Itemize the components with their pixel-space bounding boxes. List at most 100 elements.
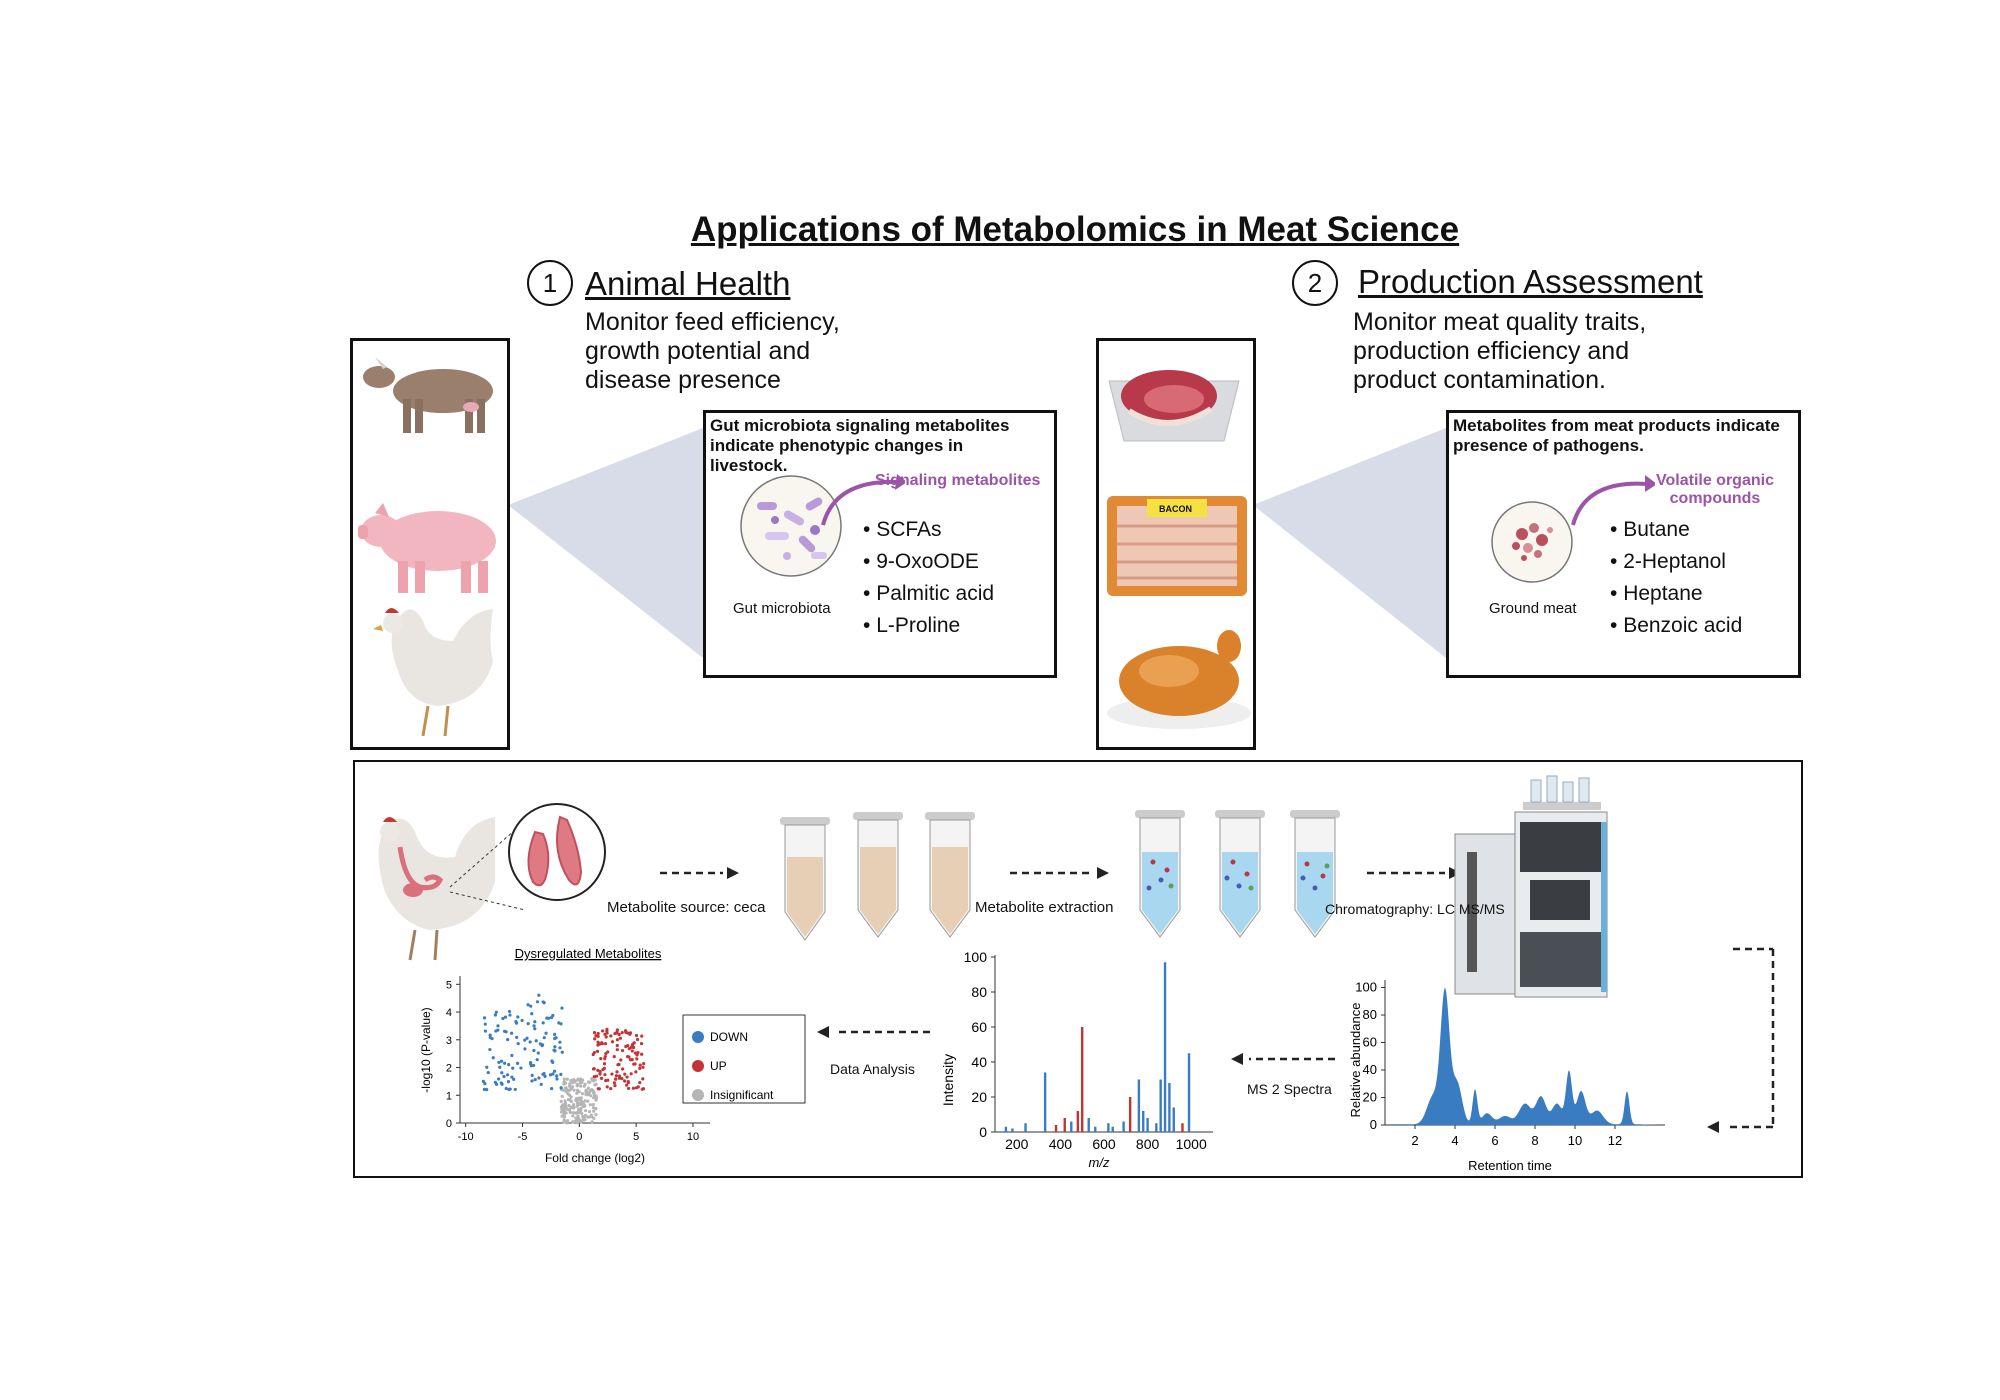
- volcano-y-tick-label: 3: [446, 1035, 452, 1047]
- volcano-point-down: [482, 1087, 486, 1091]
- volcano-point-down: [520, 1018, 524, 1023]
- volcano-y-label: -log10 (P-value): [420, 1007, 433, 1092]
- volcano-point-insignificant: [565, 1077, 569, 1081]
- volcano-point-up: [604, 1079, 608, 1083]
- volcano-point-up: [631, 1086, 636, 1090]
- volcano-point-up: [621, 1067, 625, 1071]
- volcano-point-up: [600, 1029, 605, 1033]
- section-number-1: 1: [527, 260, 573, 306]
- ms2-peak: [1155, 1123, 1158, 1132]
- volcano-point-up: [595, 1049, 600, 1053]
- volcano-point-up: [603, 1057, 607, 1061]
- ms2-x-tick-label: 800: [1136, 1136, 1160, 1152]
- ms2-peak: [1128, 1097, 1132, 1132]
- legend-marker: [692, 1089, 704, 1101]
- volcano-point-down: [530, 1079, 534, 1083]
- chrom-y-tick-label: 40: [1363, 1062, 1377, 1077]
- volcano-point-up: [591, 1067, 596, 1071]
- volcano-point-insignificant: [590, 1088, 594, 1092]
- volcano-point-up: [601, 1067, 605, 1072]
- volcano-point-insignificant: [586, 1099, 590, 1103]
- volcano-point-down: [494, 1082, 499, 1086]
- volcano-point-insignificant: [563, 1081, 568, 1085]
- chrom-x-tick-label: 2: [1411, 1133, 1418, 1148]
- volcano-y-tick-label: 4: [446, 1007, 452, 1019]
- ms2-x-label: m/z: [1089, 1155, 1110, 1170]
- volcano-point-insignificant: [573, 1080, 577, 1084]
- volcano-x-tick-label: 10: [687, 1131, 699, 1143]
- volcano-point-up: [603, 1073, 607, 1077]
- section-description-1: Monitor feed efficiency, growth potentia…: [585, 308, 840, 394]
- volcano-point-down: [485, 1065, 489, 1069]
- volcano-point-insignificant: [574, 1111, 578, 1115]
- chrom-y-label: Relative abundance: [1348, 1003, 1363, 1118]
- chromatogram-trace: [1391, 988, 1659, 1125]
- meat-products-panel: [1096, 338, 1256, 750]
- volcano-point-insignificant: [561, 1110, 565, 1114]
- volcano-point-up: [623, 1079, 627, 1083]
- volcano-point-up: [625, 1075, 629, 1079]
- volcano-point-up: [629, 1072, 633, 1076]
- chrom-x-label: Retention time: [1468, 1158, 1552, 1173]
- volcano-point-down: [532, 1048, 536, 1053]
- volcano-point-insignificant: [577, 1117, 581, 1121]
- ms2-peak: [1076, 1111, 1080, 1132]
- volcano-point-insignificant: [580, 1092, 585, 1096]
- volcano-point-insignificant: [594, 1094, 598, 1098]
- volcano-point-insignificant: [572, 1088, 576, 1092]
- volcano-point-down: [557, 1021, 561, 1025]
- volcano-point-up: [640, 1052, 644, 1056]
- volcano-point-insignificant: [576, 1121, 580, 1125]
- volcano-point-insignificant: [594, 1113, 598, 1117]
- step-chromatography: Chromatography: LC MS/MS: [1325, 901, 1505, 917]
- chrom-y-tick-label: 20: [1363, 1090, 1377, 1105]
- volcano-point-up: [613, 1077, 618, 1081]
- volcano-point-insignificant: [575, 1104, 579, 1108]
- volcano-point-down: [485, 1087, 489, 1092]
- volcano-point-down: [503, 1061, 507, 1065]
- meat-illustrations: [1107, 370, 1251, 729]
- volcano-points: [481, 993, 646, 1125]
- chrom-y-tick-label: 60: [1363, 1035, 1377, 1050]
- volcano-point-insignificant: [581, 1102, 586, 1106]
- volcano-point-down: [507, 1009, 512, 1014]
- volcano-point-up: [604, 1051, 608, 1056]
- lc-ms-instrument-icon: [1454, 775, 1608, 998]
- ms2-peak: [1163, 962, 1167, 1132]
- volcano-point-down: [506, 1073, 510, 1077]
- ms2-y-tick-label: 100: [964, 949, 988, 965]
- ms2-peak: [1142, 1111, 1145, 1132]
- volcano-point-down: [529, 1062, 533, 1066]
- legend-label: DOWN: [710, 1030, 748, 1044]
- step-metabolite-source: Metabolite source: ceca: [607, 899, 766, 916]
- volcano-point-insignificant: [594, 1082, 598, 1086]
- volcano-point-down: [516, 1061, 520, 1065]
- volcano-point-down: [512, 1077, 516, 1081]
- volcano-point-up: [625, 1083, 629, 1087]
- volcano-point-down: [554, 1036, 558, 1040]
- volcano-point-down: [553, 1049, 557, 1053]
- chrom-x-tick-label: 6: [1491, 1133, 1498, 1148]
- volcano-point-insignificant: [576, 1082, 580, 1087]
- volcano-point-down: [550, 1015, 554, 1020]
- volcano-point-up: [602, 1062, 607, 1066]
- ms2-peak: [1087, 1118, 1090, 1132]
- volcano-point-insignificant: [570, 1079, 574, 1083]
- volcano-point-insignificant: [560, 1094, 564, 1098]
- volcano-point-down: [560, 1006, 564, 1010]
- volcano-point-insignificant: [583, 1099, 587, 1103]
- volcano-y-tick-label: 2: [446, 1063, 452, 1075]
- ms2-peak: [1168, 1083, 1171, 1132]
- volcano-point-insignificant: [577, 1101, 581, 1105]
- volcano-point-down: [498, 1065, 502, 1069]
- gut-microbiota-circle: [740, 475, 842, 577]
- signaling-arrow: [821, 474, 905, 526]
- volcano-point-insignificant: [562, 1115, 566, 1119]
- volcano-point-down: [507, 1063, 511, 1067]
- volcano-point-down: [532, 1063, 536, 1068]
- volcano-point-down: [516, 1015, 520, 1019]
- ms2-y-tick-label: 60: [971, 1019, 987, 1035]
- volcano-point-down: [523, 1038, 527, 1042]
- metabolite-item: • L-Proline: [863, 614, 961, 637]
